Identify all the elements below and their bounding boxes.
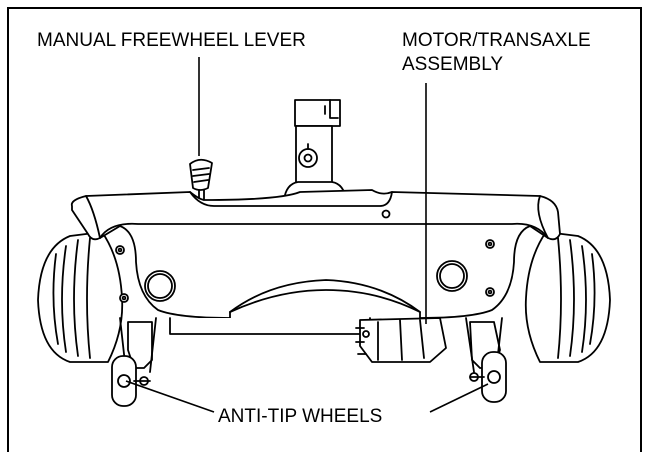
frame-bolts <box>115 209 495 303</box>
anti-tip-wheels-label: ANTI-TIP WHEELS <box>218 406 383 427</box>
left-anti-tip-wheel <box>111 317 157 407</box>
seat-post <box>283 99 347 201</box>
scooter-base <box>37 99 611 407</box>
right-anti-tip-wheel <box>465 317 507 403</box>
leader-anti-tip-right <box>429 383 489 413</box>
left-wheel <box>37 231 124 363</box>
under-frame-bar <box>169 317 371 335</box>
left-light <box>144 270 176 302</box>
motor-transaxle <box>355 317 447 363</box>
motor-transaxle-label-line2: ASSEMBLY <box>402 54 504 75</box>
figure-frame <box>7 7 642 452</box>
freewheel-lever-knob <box>189 158 213 201</box>
base-frame <box>70 189 561 319</box>
right-light <box>436 260 468 292</box>
right-wheel <box>524 231 611 363</box>
leader-lines <box>125 57 489 413</box>
leader-anti-tip-left <box>125 380 215 413</box>
freewheel-lever-label: MANUAL FREEWHEEL LEVER <box>37 30 306 51</box>
motor-transaxle-label-line1: MOTOR/TRANSAXLE <box>402 30 591 51</box>
